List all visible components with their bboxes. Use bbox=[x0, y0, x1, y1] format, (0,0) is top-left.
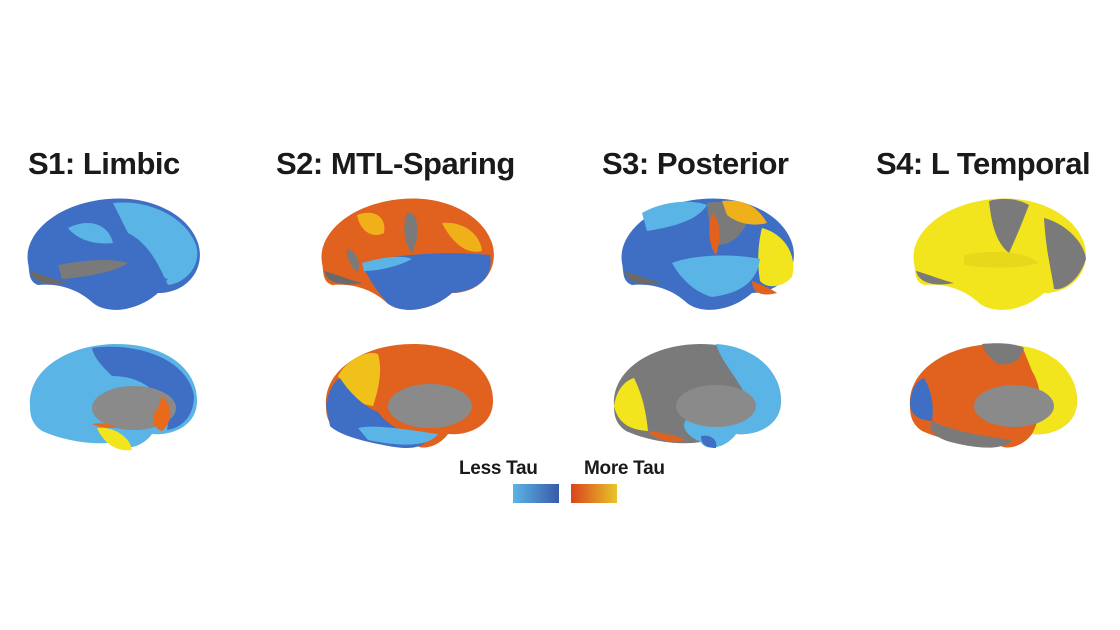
brain-lateral-s2 bbox=[321, 198, 494, 310]
subtype-title-s4: S4: L Temporal bbox=[876, 146, 1091, 181]
brain-lateral-s4 bbox=[913, 198, 1086, 310]
brain-lateral-s1 bbox=[27, 198, 200, 310]
subtype-title-s1: S1: Limbic bbox=[28, 146, 180, 181]
legend-more-tau-gradient bbox=[571, 484, 617, 503]
legend-less-tau-gradient bbox=[513, 484, 559, 503]
legend-less-tau-label: Less Tau bbox=[459, 458, 538, 479]
brain-medial-s4 bbox=[909, 343, 1077, 448]
subtype-title-s2: S2: MTL-Sparing bbox=[276, 146, 515, 181]
legend-more-tau-label: More Tau bbox=[584, 458, 665, 479]
subtype-title-s3: S3: Posterior bbox=[602, 146, 789, 181]
brain-medial-s1 bbox=[29, 344, 197, 451]
brain-medial-s3 bbox=[613, 344, 781, 448]
brain-lateral-s3 bbox=[621, 198, 794, 310]
brain-medial-s2 bbox=[325, 344, 493, 448]
